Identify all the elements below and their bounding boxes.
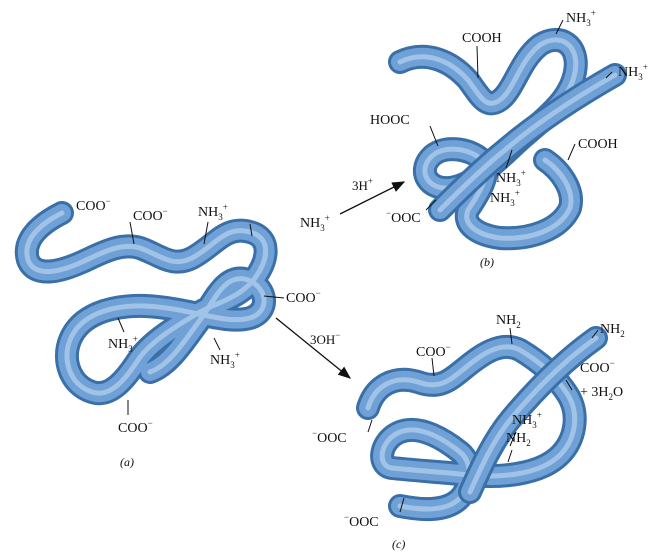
panel-c-caption: (c) <box>392 537 405 551</box>
panel-a: COO− COO− NH3+ NH3+ COO− NH3+ NH3+ COO− … <box>14 196 330 469</box>
panel-a-nh3-bottom: NH3+ <box>210 350 240 370</box>
panel-b-chain <box>388 28 627 251</box>
panel-c-water: + 3H2O <box>580 385 623 402</box>
panel-a-coo-2: COO− <box>133 206 168 224</box>
panel-a-nh3-left: NH3+ <box>108 334 138 354</box>
panel-b-cooh-right: COOH <box>578 137 618 152</box>
panel-a-nh3-right: NH3+ <box>300 213 330 233</box>
panel-c-nh2-mid: NH2 <box>506 431 531 448</box>
panel-b-nh3-right: NH3+ <box>618 62 648 82</box>
panel-a-caption: (a) <box>120 455 134 469</box>
panel-b-tethers <box>425 19 613 211</box>
panel-c-nh3-mid: NH3+ <box>512 410 542 430</box>
arrow-to-c: 3OH− <box>275 317 352 379</box>
panel-b-hooc: HOOC <box>370 113 410 128</box>
panel-b-nh3-mid1: NH3+ <box>496 168 526 188</box>
panel-a-coo-bottom: COO− <box>118 418 153 436</box>
panel-b-ooc: −OOC <box>386 208 421 226</box>
panel-c-chain <box>356 326 608 522</box>
panel-b-nh3-top: NH3+ <box>566 8 596 28</box>
panel-c: NH2 NH2 COO− COO− + 3H2O NH3+ NH2 −OOC −… <box>312 313 625 551</box>
panel-c-coo-top: COO− <box>416 342 451 360</box>
arrow-to-c-label: 3OH− <box>310 330 340 347</box>
panel-b: COOH NH3+ NH3+ HOOC COOH NH3+ NH3+ −OOC … <box>370 8 648 269</box>
panel-c-ooc-bottom: −OOC <box>344 512 379 530</box>
panel-a-coo-1: COO− <box>76 196 111 214</box>
panel-a-tethers <box>117 221 285 415</box>
panel-b-caption: (b) <box>480 255 494 269</box>
arrow-to-b-label: 3H+ <box>352 176 373 193</box>
panel-c-tethers <box>367 327 599 513</box>
panel-c-ooc-left: −OOC <box>312 428 347 446</box>
panel-b-nh3-mid2: NH3+ <box>490 188 520 208</box>
arrow-to-b: 3H+ <box>339 176 406 215</box>
panel-a-nh3-top: NH3+ <box>198 202 228 222</box>
panel-a-coo-right: COO− <box>286 288 321 306</box>
panel-c-coo-right: COO− <box>580 358 615 376</box>
panel-b-cooh-top: COOH <box>462 31 502 46</box>
panel-c-nh2-right: NH2 <box>600 322 625 339</box>
panel-a-chain <box>14 201 278 406</box>
panel-c-nh2-top: NH2 <box>496 313 521 330</box>
